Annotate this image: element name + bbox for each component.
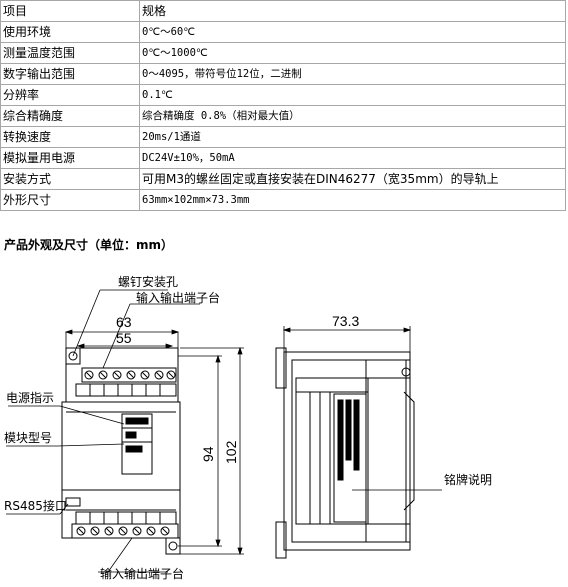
- spec-key: 模拟量用电源: [0, 147, 140, 169]
- dim-height-inner: 94: [200, 446, 216, 462]
- dimension-drawing: 螺钉安装孔 输入输出端子台 电源指示 模块型号 RS485接口 输入输出端子台 …: [4, 274, 492, 581]
- spec-value: 规格: [139, 0, 566, 22]
- label-terminal-top: 输入输出端子台: [136, 290, 220, 305]
- spec-row: 项目规格: [0, 0, 566, 22]
- spec-value: 0～4095，带符号位12位，二进制: [139, 63, 566, 85]
- label-terminal-bottom: 输入输出端子台: [100, 566, 184, 581]
- spec-key: 数字输出范围: [0, 63, 140, 85]
- screw-hole-top: [65, 347, 81, 365]
- spec-key: 使用环境: [0, 21, 140, 43]
- spec-value: 0℃～60℃: [139, 21, 566, 43]
- label-model-no: 模块型号: [4, 431, 52, 445]
- screw-hole-bottom: [165, 537, 181, 555]
- dim-width-inner: 55: [116, 330, 132, 346]
- spec-row: 综合精确度综合精确度 0.8%（相对最大值）: [0, 105, 566, 127]
- dim-height-outer: 102: [223, 440, 239, 464]
- spec-value: 0.1℃: [139, 84, 566, 106]
- spec-value: 0℃～1000℃: [139, 42, 566, 64]
- spec-value: 综合精确度 0.8%（相对最大值）: [139, 105, 566, 127]
- dim-depth: 73.3: [332, 313, 359, 329]
- spec-value: 20ms/1通道: [139, 126, 566, 148]
- label-screw-hole: 螺钉安装孔: [118, 274, 178, 289]
- side-dimensions: [282, 326, 412, 352]
- spec-value: 63mm×102mm×73.3mm: [139, 189, 566, 211]
- label-nameplate: 铭牌说明: [444, 472, 492, 487]
- side-view: [275, 347, 415, 559]
- spec-value: DC24V±10%，50mA: [139, 147, 566, 169]
- dim-width-outer: 63: [116, 314, 132, 330]
- label-power-led: 电源指示: [6, 390, 54, 405]
- spec-key: 安装方式: [0, 168, 140, 190]
- rs485-port: [65, 497, 81, 507]
- spec-key: 分辨率: [0, 84, 140, 106]
- front-dimensions: [64, 329, 244, 556]
- spec-key: 项目: [0, 0, 140, 22]
- front-leaders: [6, 289, 200, 573]
- spec-key: 综合精确度: [0, 105, 140, 127]
- spec-row: 安装方式可用M3的螺丝固定或直接安装在DIN46277（宽35mm）的导轨上: [0, 168, 566, 190]
- terminal-row-top: [75, 367, 177, 397]
- section-title: 产品外观及尺寸（单位：mm）: [4, 238, 174, 252]
- spec-value: 可用M3的螺丝固定或直接安装在DIN46277（宽35mm）的导轨上: [139, 168, 566, 190]
- label-rs485: RS485接口: [4, 498, 67, 513]
- front-view: [61, 347, 181, 555]
- terminal-row-bottom: [71, 511, 179, 539]
- spec-key: 转换速度: [0, 126, 140, 148]
- spec-key: 外形尺寸: [0, 189, 140, 211]
- spec-key: 测量温度范围: [0, 42, 140, 64]
